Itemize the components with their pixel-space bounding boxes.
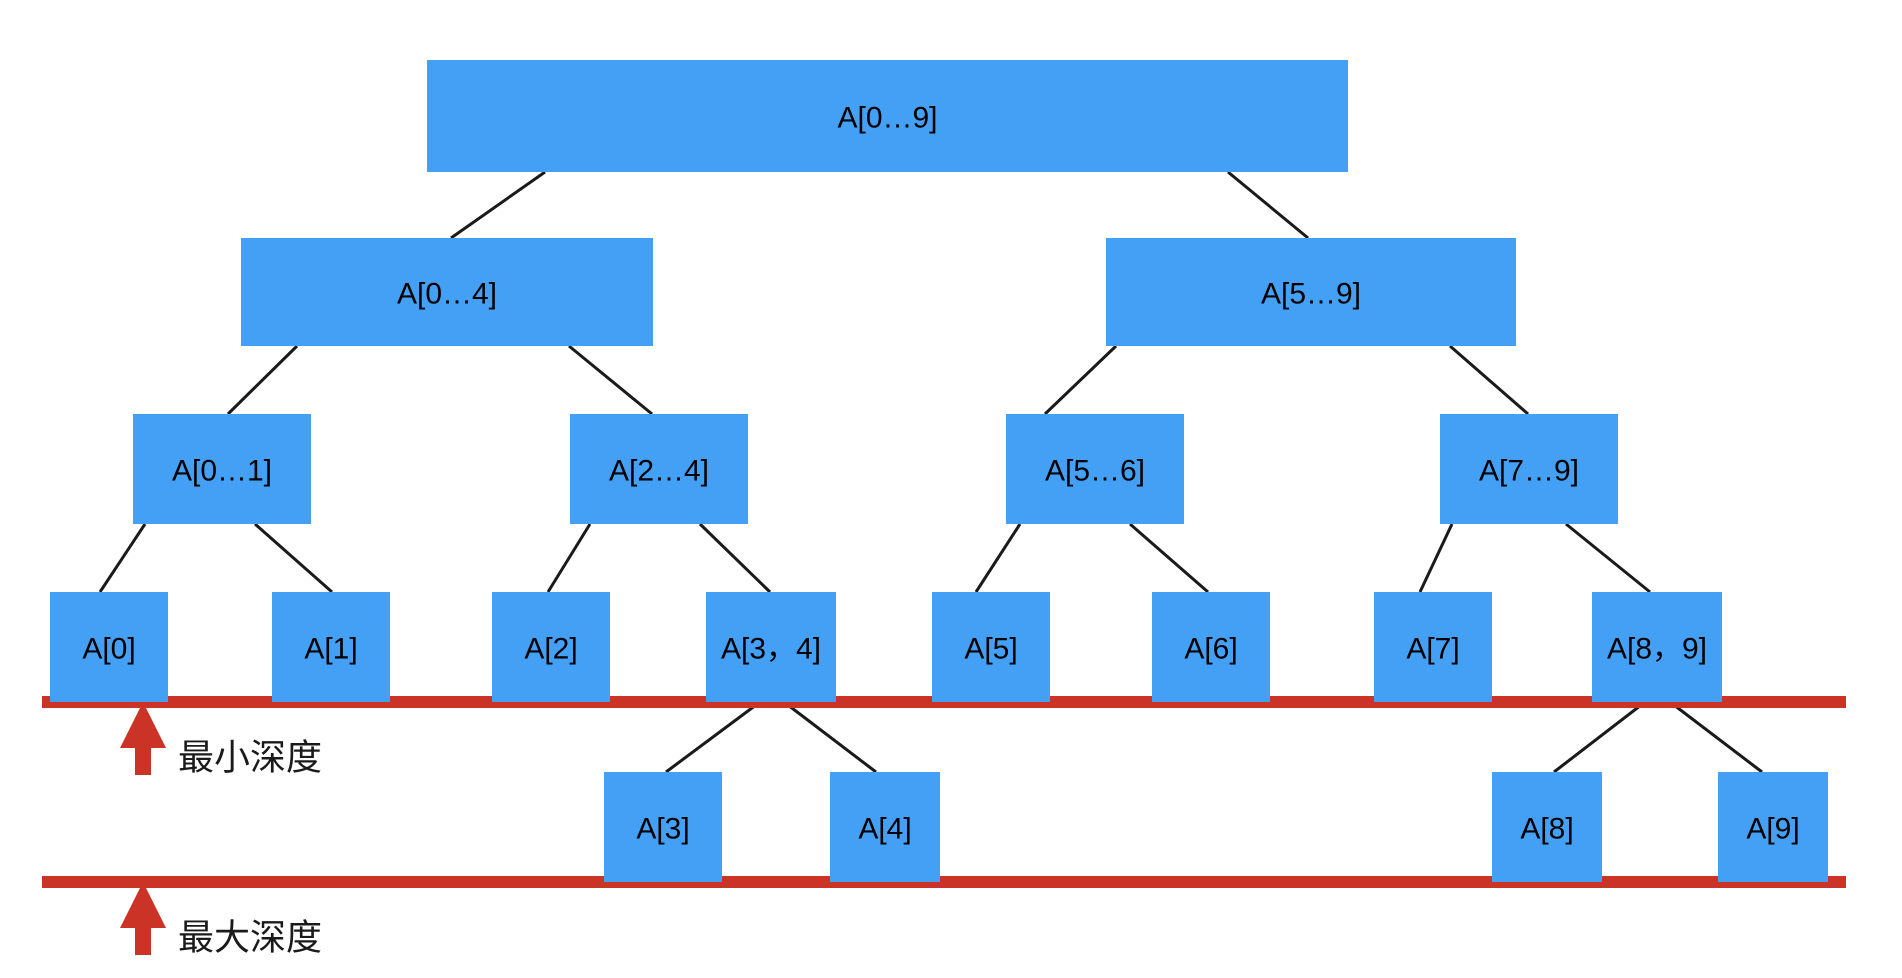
- tree-node-label: A[3]: [636, 813, 689, 846]
- tree-node-box[interactable]: [492, 592, 610, 702]
- tree-node-box[interactable]: [1006, 414, 1184, 524]
- tree-edge: [226, 344, 299, 416]
- tree-node[interactable]: A[6]: [1152, 592, 1270, 702]
- tree-node[interactable]: A[2]: [492, 592, 610, 702]
- tree-node-box[interactable]: [241, 238, 653, 346]
- tree-edge: [1227, 170, 1309, 240]
- tree-node[interactable]: A[8]: [1492, 772, 1602, 882]
- tree-node-label: A[1]: [304, 633, 357, 666]
- tree-edge: [1043, 344, 1118, 416]
- tree-node-box[interactable]: [50, 592, 168, 702]
- tree-node-box[interactable]: [570, 414, 748, 524]
- tree-node[interactable]: A[2…4]: [570, 414, 748, 524]
- tree-node-label: A[7]: [1406, 633, 1459, 666]
- tree-edge: [1129, 522, 1209, 594]
- tree-node[interactable]: A[3，4]: [706, 592, 836, 702]
- tree-edge: [568, 344, 653, 416]
- depth-marker-label: 最大深度: [178, 917, 322, 958]
- tree-node-label: A[0…1]: [172, 455, 272, 488]
- tree-node[interactable]: A[0…9]: [427, 60, 1348, 172]
- tree-edge: [98, 523, 147, 593]
- tree-node-label: A[8，9]: [1607, 633, 1707, 666]
- tree-edge: [546, 523, 592, 593]
- tree-node-label: A[5…9]: [1261, 278, 1361, 311]
- tree-node[interactable]: A[0]: [50, 592, 168, 702]
- tree-node[interactable]: A[0…1]: [133, 414, 311, 524]
- depth-marker-label: 最小深度: [178, 737, 322, 778]
- tree-node-box[interactable]: [1106, 238, 1516, 346]
- tree-node-label: A[2…4]: [609, 455, 709, 488]
- tree-edge: [254, 522, 333, 594]
- tree-edge: [1449, 344, 1529, 416]
- tree-node-box[interactable]: [133, 414, 311, 524]
- tree-node-box[interactable]: [1492, 772, 1602, 882]
- tree-node-label: A[0…4]: [397, 278, 497, 311]
- tree-node[interactable]: A[7]: [1374, 592, 1492, 702]
- tree-node[interactable]: A[5…6]: [1006, 414, 1184, 524]
- tree-node-label: A[2]: [524, 633, 577, 666]
- tree-edge: [450, 170, 546, 240]
- depth-marker-max-depth: 最大深度: [120, 882, 322, 958]
- tree-edge: [783, 700, 877, 774]
- tree-node-label: A[4]: [858, 813, 911, 846]
- tree-node-box[interactable]: [1440, 414, 1618, 524]
- tree-node-box[interactable]: [427, 60, 1348, 172]
- depth-marker-min-depth: 最小深度: [120, 702, 322, 778]
- tree-edges-layer: [98, 170, 1763, 774]
- tree-node[interactable]: A[4]: [830, 772, 940, 882]
- tree-node-box[interactable]: [1592, 592, 1722, 702]
- tree-node[interactable]: A[1]: [272, 592, 390, 702]
- tree-node[interactable]: A[5]: [932, 592, 1050, 702]
- tree-edge: [665, 700, 761, 774]
- tree-node-box[interactable]: [604, 772, 722, 882]
- tree-node[interactable]: A[5…9]: [1106, 238, 1516, 346]
- tree-node-label: A[6]: [1184, 633, 1237, 666]
- tree-nodes-layer: A[0…9] A[0…4] A[5…9] A[0…1] A[2…4] A[5…6] A[7……: [50, 60, 1828, 882]
- tree-node-label: A[8]: [1520, 813, 1573, 846]
- tree-node[interactable]: A[8，9]: [1592, 592, 1722, 702]
- tree-node-label: A[7…9]: [1479, 455, 1579, 488]
- tree-node-label: A[9]: [1746, 813, 1799, 846]
- tree-edge: [1565, 522, 1651, 594]
- tree-node[interactable]: A[7…9]: [1440, 414, 1618, 524]
- tree-edge: [698, 522, 772, 594]
- tree-edge: [974, 523, 1022, 593]
- tree-node[interactable]: A[9]: [1718, 772, 1828, 882]
- tree-node-label: A[0…9]: [837, 102, 937, 135]
- tree-edge: [1553, 700, 1646, 774]
- tree-node[interactable]: A[3]: [604, 772, 722, 882]
- tree-node-box[interactable]: [1152, 592, 1270, 702]
- tree-node-label: A[5]: [964, 633, 1017, 666]
- tree-node-box[interactable]: [272, 592, 390, 702]
- tree-node-label: A[0]: [82, 633, 135, 666]
- tree-node-box[interactable]: [706, 592, 836, 702]
- tree-node-box[interactable]: [1718, 772, 1828, 882]
- up-arrow-icon: [120, 882, 166, 955]
- tree-node-label: A[5…6]: [1045, 455, 1145, 488]
- tree-node[interactable]: A[0…4]: [241, 238, 653, 346]
- tree-node-label: A[3，4]: [721, 633, 821, 666]
- tree-node-box[interactable]: [830, 772, 940, 882]
- tree-node-box[interactable]: [1374, 592, 1492, 702]
- tree-edge: [1418, 523, 1454, 593]
- up-arrow-icon: [120, 702, 166, 775]
- tree-edge: [1669, 700, 1763, 774]
- tree-node-box[interactable]: [932, 592, 1050, 702]
